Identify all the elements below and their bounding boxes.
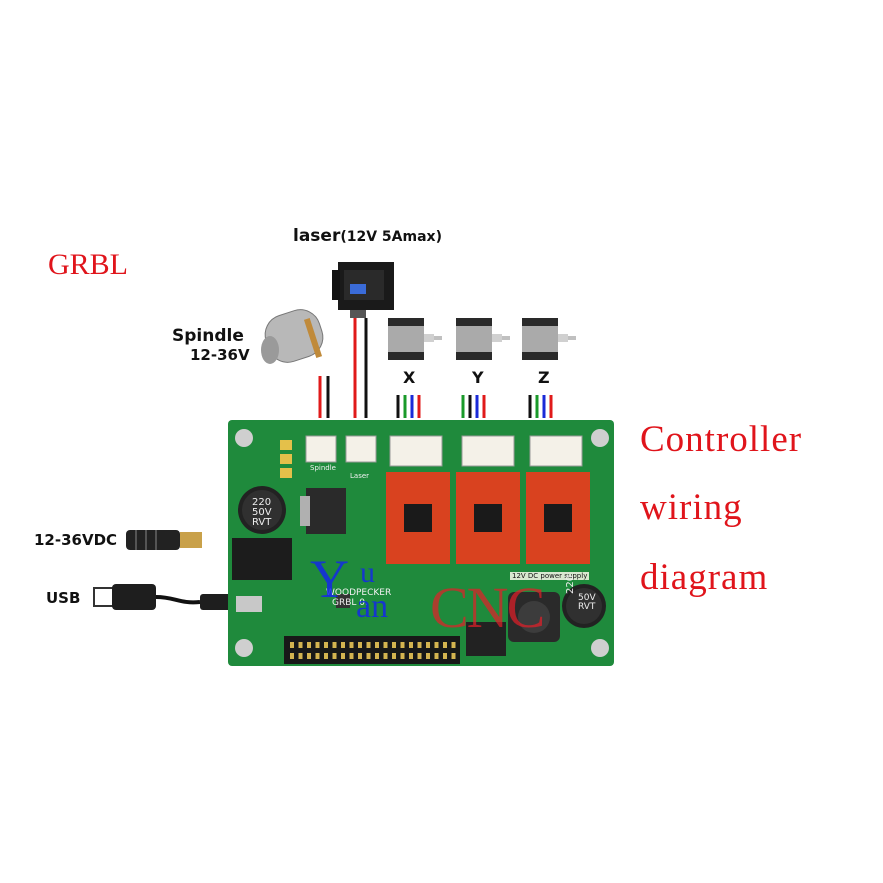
laser-label: laser(12V 5Amax) [293,226,442,246]
header-pin [358,653,362,659]
header-pin [290,653,294,659]
caption-line-2: wiring [640,487,743,528]
power-supply-label: 12V DC power supply [510,572,590,580]
header-pin [366,642,371,648]
stepper-motor-y-image [456,318,510,360]
caption-line-3: diagram [640,557,769,598]
header-pin [434,642,439,648]
header-pin [400,653,405,659]
header-pin [298,653,303,659]
header-pin [417,653,422,659]
header-pin [409,642,413,648]
laser-name: laser [293,226,341,246]
power-input-label: 12-36VDC [34,531,118,549]
header-pin [409,653,413,659]
header-pin [443,653,447,659]
board-version-label: GRBL 0. [332,598,368,608]
spindle-label: Spindle [172,326,244,346]
header-pin [383,653,388,659]
header-pin [443,642,447,648]
capacitor-right-label: 220 [565,574,576,594]
header-pin [307,653,311,659]
caption-line-1: Controller [640,419,803,460]
laser-wires [353,318,368,418]
header-pin [315,653,320,659]
header-pin [298,642,303,648]
header-pin [341,653,345,659]
watermark-y: Y [310,549,349,609]
header-pin [392,653,396,659]
header-pin [358,642,362,648]
controller-board-image [228,420,614,666]
axis-x-label: X [403,368,416,387]
header-pin [290,642,294,648]
header-pin [332,642,337,648]
dc-jack-plug-image [126,530,202,550]
stepper-motor-x-image [388,318,442,360]
header-pin [324,642,328,648]
watermark-cnc: CNC [430,575,545,640]
header-pin [332,653,337,659]
header-pin [426,642,430,648]
spindle-voltage: 12-36V [190,346,250,364]
stepper-wires-x [396,395,421,418]
header-pin [400,642,405,648]
header-pin [324,653,328,659]
header-pin [434,653,439,659]
header-pin [375,642,379,648]
usb-label: USB [46,589,81,607]
watermark-an: an [356,588,389,625]
header-pin [349,642,354,648]
spindle-motor-image [261,309,324,364]
axis-z-label: Z [538,368,550,387]
stepper-motor-z-image [522,318,576,360]
header-pin [451,642,456,648]
connector-spindle-label: Spindle [310,464,336,472]
pin-header [290,642,456,659]
header-pin [349,653,354,659]
header-pin [375,653,379,659]
header-pin [383,642,388,648]
header-pin [315,642,320,648]
grbl-title: GRBL [48,248,129,281]
header-pin [426,653,430,659]
spindle-wires [318,376,330,418]
header-pin [307,642,311,648]
stepper-wires-y [461,395,486,418]
watermark-u: u [360,556,375,589]
laser-spec: (12V 5Amax) [340,229,442,245]
header-pin [341,642,345,648]
axis-y-label: Y [472,368,484,387]
header-pin [451,653,456,659]
stepper-wires-z [528,395,553,418]
connector-laser-label: Laser [350,472,370,480]
header-pin [366,653,371,659]
laser-module-image [332,262,394,318]
header-pin [392,642,396,648]
usb-cable-image [93,584,244,610]
header-pin [417,642,422,648]
board-model-label: WOODPECKER [326,588,392,598]
